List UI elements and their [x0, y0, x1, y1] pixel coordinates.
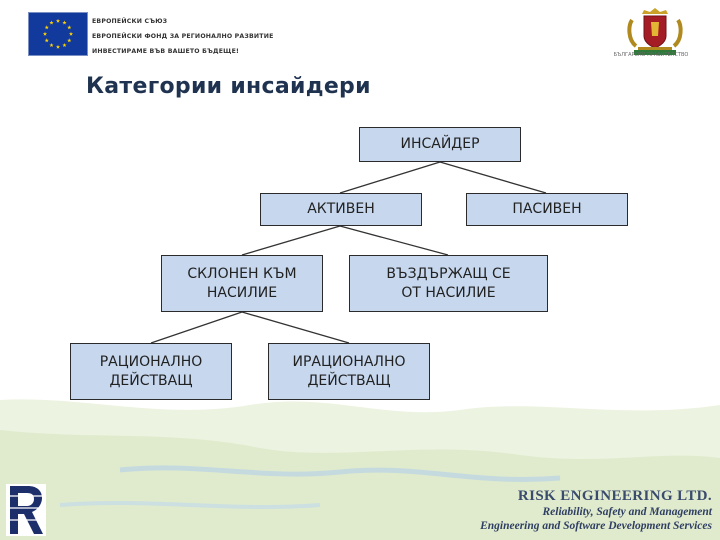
node-rational: РАЦИОНАЛНО ДЕЙСТВАЩ — [70, 343, 232, 400]
company-block: RISK ENGINEERING LTD. Reliability, Safet… — [480, 488, 712, 533]
company-r-logo-icon — [6, 484, 46, 536]
page-title: Категории инсайдери — [86, 74, 371, 99]
eu-star-icon — [42, 31, 48, 36]
company-tagline-1: Reliability, Safety and Management — [542, 506, 712, 518]
eu-star-icon — [55, 44, 61, 49]
node-irrational-label: ИРАЦИОНАЛНО ДЕЙСТВАЩ — [292, 353, 406, 389]
edge-active-nonviolent — [339, 225, 449, 256]
eu-text-lines: ЕВРОПЕЙСКИ СЪЮЗ ЕВРОПЕЙСКИ ФОНД ЗА РЕГИО… — [92, 14, 274, 59]
edge-violent-irrational — [241, 311, 350, 344]
eu-logo-block: ЕВРОПЕЙСКИ СЪЮЗ ЕВРОПЕЙСКИ ФОНД ЗА РЕГИО… — [28, 12, 288, 60]
eu-star-icon — [68, 31, 74, 36]
node-rational-label: РАЦИОНАЛНО ДЕЙСТВАЩ — [99, 353, 203, 389]
node-passive: ПАСИВЕН — [466, 193, 628, 226]
eu-star-icon — [62, 20, 67, 25]
edge-insider-passive — [439, 161, 547, 194]
node-irrational: ИРАЦИОНАЛНО ДЕЙСТВАЩ — [268, 343, 430, 400]
edge-violent-rational — [150, 311, 243, 344]
node-violent-label: СКЛОНЕН КЪМ НАСИЛИЕ — [187, 265, 297, 301]
node-insider-label: ИНСАЙДЕР — [400, 136, 480, 152]
eu-star-icon — [44, 38, 49, 43]
company-tagline-2: Engineering and Software Development Ser… — [480, 520, 712, 532]
node-active: АКТИВЕН — [260, 193, 422, 226]
eu-star-icon — [55, 18, 61, 23]
eu-star-icon — [67, 38, 72, 43]
company-name: RISK ENGINEERING LTD. — [517, 488, 712, 504]
node-violent: СКЛОНЕН КЪМ НАСИЛИЕ — [161, 255, 323, 312]
eu-star-icon — [62, 43, 67, 48]
eu-star-icon — [49, 20, 54, 25]
eu-line-1: ЕВРОПЕЙСКИ СЪЮЗ — [92, 18, 168, 25]
node-active-label: АКТИВЕН — [307, 201, 375, 217]
node-passive-label: ПАСИВЕН — [512, 201, 582, 217]
node-nonviolent: ВЪЗДЪРЖАЩ СЕ ОТ НАСИЛИЕ — [349, 255, 548, 312]
edge-insider-active — [339, 161, 441, 194]
node-insider: ИНСАЙДЕР — [359, 127, 521, 162]
node-nonviolent-label: ВЪЗДЪРЖАЩ СЕ ОТ НАСИЛИЕ — [386, 265, 511, 301]
coat-of-arms-icon — [627, 8, 683, 55]
eu-line-3: ИНВЕСТИРАМЕ ВЪВ ВАШЕТО БЪДЕЩЕ! — [92, 48, 240, 55]
eu-line-2: ЕВРОПЕЙСКИ ФОНД ЗА РЕГИОНАЛНО РАЗВИТИЕ — [92, 33, 274, 40]
eu-star-icon — [67, 25, 72, 30]
eu-flag-icon — [28, 12, 88, 56]
edge-active-violent — [241, 225, 341, 256]
crest-caption: БЪЛГАРСКО ПРАВИТЕЛСТВО — [613, 52, 689, 58]
eu-star-icon — [44, 25, 49, 30]
eu-star-icon — [49, 43, 54, 48]
